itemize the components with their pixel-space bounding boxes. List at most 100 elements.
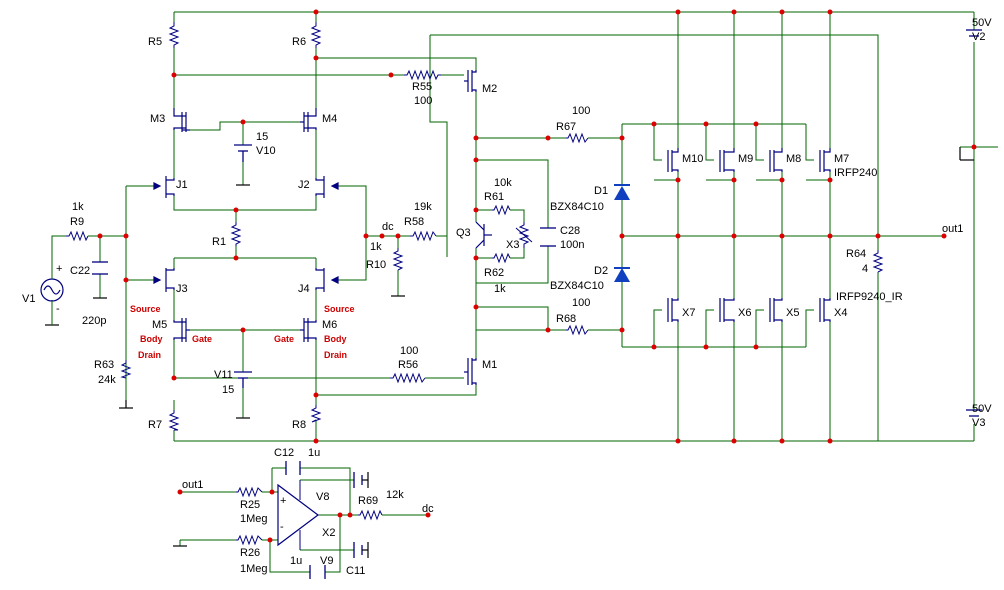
label-r62: R62 (484, 267, 504, 279)
grounds (45, 147, 974, 558)
capacitor-c22 (92, 261, 108, 275)
resistor-r62 (492, 252, 511, 264)
jfet-j4 (315, 268, 339, 292)
battery-v11 (234, 371, 252, 388)
label-r67: R67 (556, 121, 576, 133)
label-m9: M9 (738, 153, 753, 165)
label-x5: X5 (786, 307, 799, 319)
label-v3-val: 50V (972, 403, 992, 415)
resistor-r56 (390, 372, 426, 384)
label-v9: V9 (320, 555, 333, 567)
label-r58-val: 19k (414, 201, 432, 213)
label-v11-val: 15 (222, 384, 234, 396)
resistor-r6 (310, 22, 322, 48)
jfet-j3 (153, 268, 175, 292)
label-v1: V1 (22, 293, 35, 305)
label-c11: C11 (346, 565, 365, 577)
label-dc-node: dc (382, 221, 394, 233)
jfet-j2 (315, 176, 339, 198)
resistor-r61 (492, 204, 511, 216)
mosfet-x4 (819, 298, 831, 322)
ac-source-v1 (40, 265, 64, 325)
label-m8: M8 (786, 153, 801, 165)
dc-sources (234, 29, 982, 558)
resistor-r64 (872, 250, 884, 273)
label-dc-out: dc (422, 503, 434, 515)
label-out1: out1 (942, 223, 963, 235)
mosfet-m6 (300, 318, 317, 342)
mosfet-m10 (667, 148, 679, 172)
label-r25: R25 (240, 499, 260, 511)
label-v2-val: 50V (972, 17, 992, 29)
resistor-r68 (566, 324, 589, 336)
label-r6: R6 (292, 36, 306, 48)
label-v11: V11 (214, 369, 233, 381)
opamp-x2 (277, 480, 319, 550)
label-opamp-plus: + (280, 495, 286, 507)
mosfet-m2 (464, 70, 477, 92)
zener-d1 (614, 184, 630, 200)
label-r62-val: 1k (494, 283, 506, 295)
pin-source-right: Source (324, 304, 355, 314)
label-j4: J4 (298, 283, 310, 295)
resistor-r58 (410, 230, 437, 242)
label-r26: R26 (240, 547, 260, 559)
battery-v10 (234, 144, 252, 162)
label-c12-val: 1u (308, 447, 320, 459)
label-r25-val: 1Meg (240, 513, 268, 525)
label-r68-val: 100 (572, 297, 590, 309)
label-r63-val: 24k (98, 374, 116, 386)
resistor-r67 (566, 132, 589, 144)
label-c28: C28 (560, 225, 580, 237)
label-r69: R69 (358, 495, 378, 507)
mosfet-m4 (300, 108, 317, 132)
capacitor-c12 (285, 461, 301, 475)
label-m4: M4 (322, 113, 337, 125)
pin-body-right: Body (324, 334, 347, 344)
label-r26-val: 1Meg (240, 563, 268, 575)
pin-drain-left: Drain (138, 350, 161, 360)
label-r5: R5 (148, 36, 162, 48)
label-bzx-bot: BZX84C10 (550, 280, 604, 292)
resistor-r8 (310, 405, 322, 423)
label-v9-val: 1u (290, 555, 302, 567)
label-r55: R55 (412, 81, 432, 93)
mosfet-m8 (769, 148, 783, 172)
label-x6: X6 (738, 307, 751, 319)
label-r56: R56 (398, 359, 418, 371)
resistor-r69 (358, 509, 383, 521)
label-v1-plus: + (56, 263, 62, 275)
label-x4: X4 (834, 307, 847, 319)
label-r64: R64 (846, 248, 866, 260)
label-j3: J3 (176, 283, 188, 295)
label-r69-val: 12k (386, 489, 404, 501)
resistor-r26 (236, 534, 263, 546)
label-irfp240: IRFP240 (834, 167, 877, 179)
diodes (614, 184, 630, 282)
resistor-r7 (168, 410, 180, 431)
label-r55-val: 100 (414, 95, 432, 107)
label-d1: D1 (594, 185, 608, 197)
mosfet-m9 (719, 148, 735, 172)
mosfet-m3 (173, 108, 190, 132)
label-q3: Q3 (456, 227, 471, 239)
label-r9-val: 1k (72, 201, 84, 213)
label-c22-val: 220p (82, 315, 106, 327)
label-x3: X3 (506, 239, 519, 251)
label-x2: X2 (322, 527, 335, 539)
label-out1-in: out1 (182, 479, 203, 491)
label-r10-val: 1k (370, 241, 382, 253)
label-r68: R68 (556, 313, 576, 325)
label-v1-minus: - (56, 303, 60, 315)
labels: R5 R6 M3 M4 15 V10 J1 J2 R1 J3 J4 M5 M6 … (22, 17, 992, 577)
label-r58: R58 (404, 216, 424, 228)
resistor-r5 (168, 22, 180, 48)
label-v8: V8 (316, 491, 329, 503)
label-r64-val: 4 (862, 263, 868, 275)
mosfet-x5 (769, 298, 783, 322)
pin-body-left: Body (140, 334, 163, 344)
label-v10-val: 15 (256, 131, 268, 143)
label-r7: R7 (148, 419, 162, 431)
ground-symbol-rail (959, 147, 974, 161)
